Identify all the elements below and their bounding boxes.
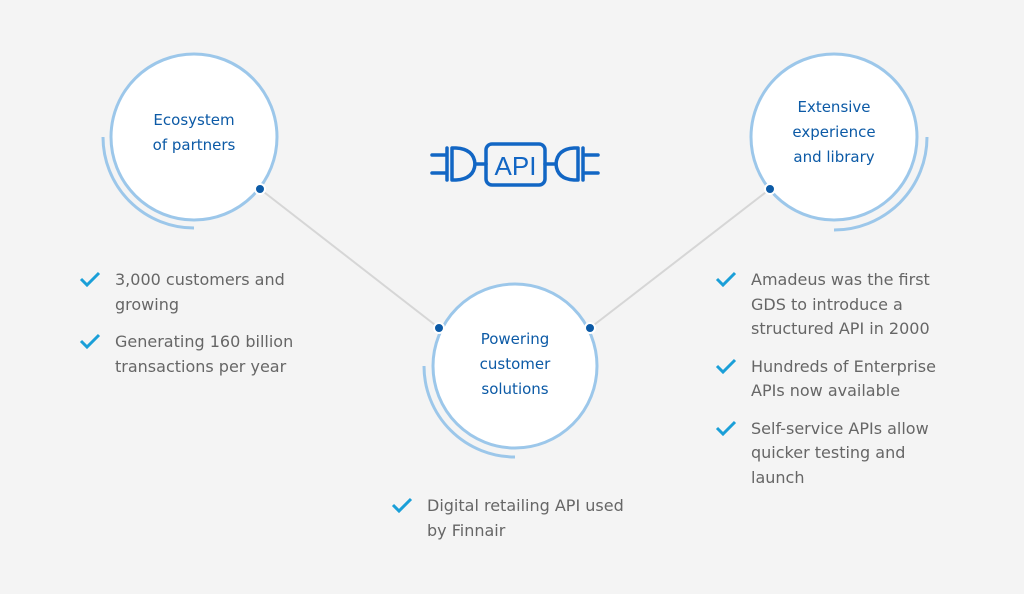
api-plug-icon (430, 142, 600, 187)
checkmark-icon (79, 271, 101, 287)
connector-powering-experience (589, 188, 771, 329)
label-line: solutions (481, 380, 549, 398)
bullet-line: APIs now available (751, 381, 901, 400)
bullet-line: by Finnair (427, 520, 506, 540)
outer-arc (422, 365, 516, 459)
node-experience (749, 52, 929, 232)
bullet-line: Generating 160 billion (115, 332, 294, 351)
label-line: Extensive (797, 98, 871, 116)
label-line: of partners (152, 136, 236, 154)
bullet-item: 3,000 customers and growing (79, 268, 339, 317)
bullets-powering: Digital retailing API used by Finnair (391, 494, 661, 556)
bullet-line: 3,000 customers and (115, 270, 285, 289)
bullet-line: growing (115, 294, 179, 314)
checkmark-icon (79, 333, 101, 349)
api-icon-text: API (495, 151, 537, 181)
bullets-experience: Amadeus was the first GDS to introduce a… (715, 268, 985, 503)
outer-arc (833, 136, 929, 232)
label-line: customer (479, 355, 551, 373)
outer-arc (101, 136, 195, 230)
checkmark-icon (715, 358, 737, 374)
bullet-line: transactions per year (115, 356, 287, 376)
bullet-item: Self-service APIs allow quicker testing … (715, 417, 985, 491)
label-line: and library (793, 148, 875, 166)
bullet-item: Amadeus was the first GDS to introduce a… (715, 268, 985, 342)
checkmark-icon (715, 420, 737, 436)
node-label-ecosystem: Ecosystem of partners (124, 108, 264, 158)
node-dot (433, 322, 445, 334)
bullet-line: Digital retailing API used (427, 496, 624, 515)
checkmark-icon (715, 271, 737, 287)
node-ecosystem (101, 52, 279, 230)
bullet-line: Amadeus was the first (751, 270, 930, 289)
node-dot (254, 183, 266, 195)
node-dot (764, 183, 776, 195)
label-line: experience (792, 123, 876, 141)
checkmark-icon (391, 497, 413, 513)
label-line: Powering (480, 330, 550, 348)
bullets-ecosystem: 3,000 customers and growing Generating 1… (79, 268, 339, 392)
connector-ecosystem-powering (259, 188, 440, 329)
bullet-line: structured API in 2000 (751, 319, 930, 338)
bullet-line: Hundreds of Enterprise (751, 356, 936, 376)
bullet-line: quicker testing and (751, 443, 906, 462)
bullet-item: Digital retailing API used by Finnair (391, 494, 661, 543)
node-label-powering: Powering customer solutions (445, 327, 585, 402)
bullet-line: launch (751, 467, 805, 487)
bullet-line: GDS to introduce a (751, 294, 903, 314)
node-powering (422, 282, 599, 459)
bullet-item: Generating 160 billion transactions per … (79, 330, 339, 379)
bullet-line: Self-service APIs allow (751, 418, 929, 438)
bullet-item: Hundreds of Enterprise APIs now availabl… (715, 355, 985, 404)
label-line: Ecosystem (153, 111, 235, 129)
node-label-experience: Extensive experience and library (764, 95, 904, 170)
node-dot (584, 322, 596, 334)
